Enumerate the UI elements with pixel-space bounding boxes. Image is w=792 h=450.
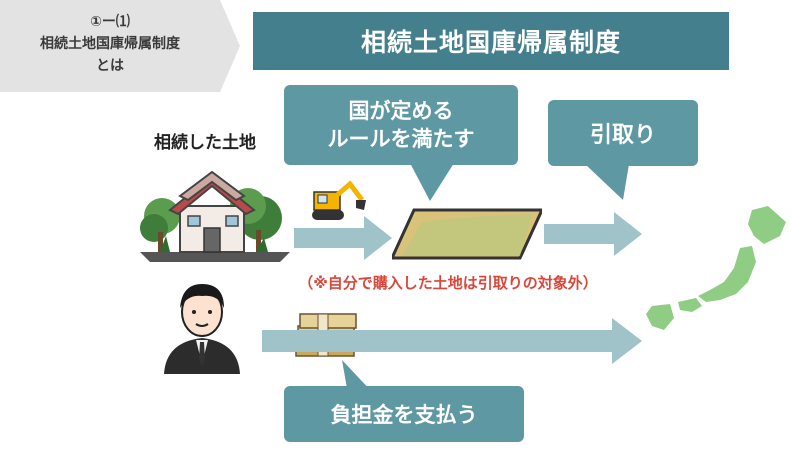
person-icon xyxy=(164,284,240,374)
japan-map-icon xyxy=(646,206,786,330)
rule-bubble: 国が定める ルールを満たす xyxy=(284,85,518,165)
page-title: 相続土地国庫帰属制度 xyxy=(253,12,729,70)
section-chevron xyxy=(0,0,240,92)
arrow-rule-to-take xyxy=(544,212,642,256)
section-title-line1: 相続土地国庫帰属制度 xyxy=(40,36,180,52)
section-title-line2: とは xyxy=(96,58,124,74)
pay-bubble: 負担金を支払う xyxy=(284,386,524,442)
rule-bubble-line2: ルールを満たす xyxy=(327,127,475,151)
section-number: ①ー⑴ xyxy=(90,14,130,30)
arrow-land-to-rule xyxy=(294,216,392,260)
house-icon xyxy=(140,170,290,262)
take-bubble: 引取り xyxy=(548,100,698,166)
inherited-land-label: 相続した土地 xyxy=(154,133,256,153)
land-parcel-icon xyxy=(392,208,542,260)
exclusion-note: （※自分で購入した土地は引取りの対象外） xyxy=(298,274,598,292)
excavator-icon xyxy=(312,180,366,220)
rule-bubble-line1: 国が定める xyxy=(348,99,454,123)
arrow-payment xyxy=(262,318,642,364)
take-bubble-tail xyxy=(585,164,629,200)
rule-bubble-tail xyxy=(410,163,454,201)
pay-bubble-tail xyxy=(342,360,374,394)
